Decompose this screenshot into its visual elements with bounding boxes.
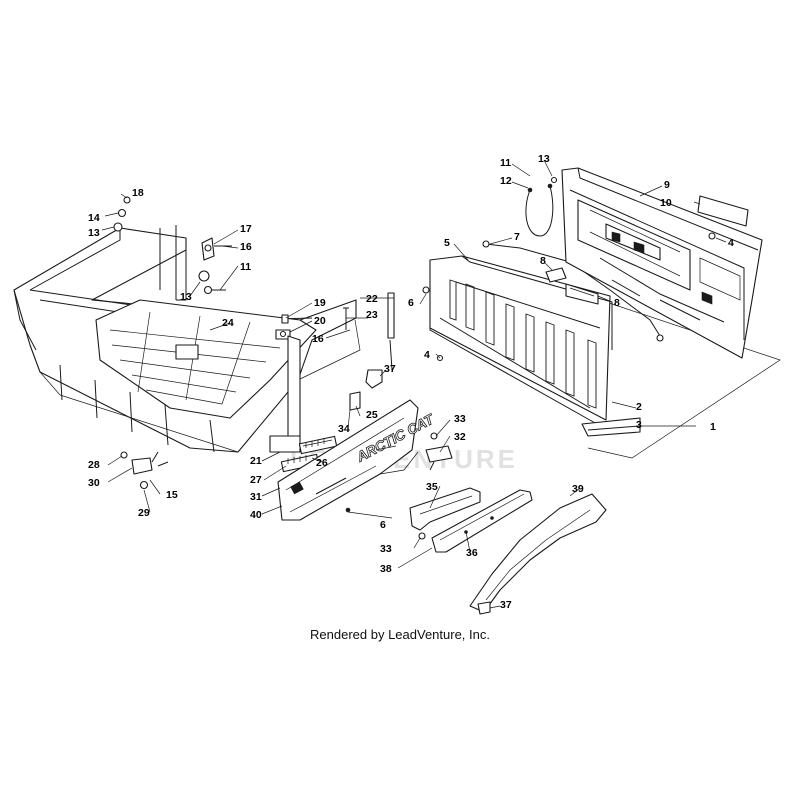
- callout-6: 6: [380, 519, 386, 531]
- callout-19: 19: [314, 297, 326, 309]
- tether-cable: [525, 176, 558, 237]
- callout-4: 4: [728, 237, 734, 249]
- callout-32: 32: [454, 431, 466, 443]
- callout-34: 34: [338, 423, 350, 435]
- callout-39: 39: [572, 483, 584, 495]
- callout-24: 24: [222, 317, 234, 329]
- label-plate-10: [697, 195, 749, 227]
- callout-35: 35: [426, 481, 438, 493]
- callout-13: 13: [88, 227, 100, 239]
- callout-6: 6: [408, 297, 414, 309]
- callout-13: 13: [180, 291, 192, 303]
- callout-31: 31: [250, 491, 262, 503]
- callout-8: 8: [614, 297, 620, 309]
- callout-37: 37: [384, 363, 396, 375]
- callout-12: 12: [500, 175, 512, 187]
- callout-11: 11: [240, 261, 251, 273]
- callout-38: 38: [380, 563, 392, 575]
- callout-17: 17: [240, 223, 252, 235]
- fender-39: [469, 493, 607, 615]
- callout-15: 15: [166, 489, 178, 501]
- callout-2: 2: [636, 401, 642, 413]
- tailgate-panel: [429, 255, 641, 437]
- callout-36: 36: [466, 547, 478, 559]
- callout-1: 1: [710, 421, 716, 433]
- hinge-bracket-left: [120, 451, 169, 490]
- bracket-35: [409, 487, 481, 531]
- callout-23: 23: [366, 309, 378, 321]
- callout-16: 16: [240, 241, 252, 253]
- callout-40: 40: [250, 509, 262, 521]
- callout-9: 9: [664, 179, 670, 191]
- callout-33: 33: [454, 413, 466, 425]
- callout-26: 26: [316, 457, 328, 469]
- tailgate-frame: [561, 167, 763, 359]
- callout-7: 7: [514, 231, 520, 243]
- callout-14: 14: [88, 212, 100, 224]
- latch-cable: [482, 240, 664, 342]
- callout-10: 10: [660, 197, 672, 209]
- callout-37: 37: [500, 599, 512, 611]
- callout-18: 18: [132, 187, 144, 199]
- callout-4: 4: [424, 349, 430, 361]
- cargo-box: [13, 225, 361, 453]
- callout-5: 5: [444, 237, 450, 249]
- callout-33: 33: [380, 543, 392, 555]
- mount-hardware-center: [269, 292, 395, 453]
- callout-27: 27: [250, 474, 262, 486]
- callout-28: 28: [88, 459, 100, 471]
- fasteners-misc: [345, 432, 438, 540]
- leader-lines: [101, 159, 727, 609]
- pin-6: [422, 286, 430, 294]
- callout-30: 30: [88, 477, 100, 489]
- callout-21: 21: [250, 455, 262, 467]
- callout-labels: 1 2 3 4 4 5 6 6 7 8 8 9 10 11 11 12 13 1…: [88, 153, 734, 611]
- rail-36: [431, 489, 533, 553]
- callout-20: 20: [314, 315, 326, 327]
- callout-3: 3: [636, 419, 642, 431]
- latch-hardware-right: [198, 237, 232, 295]
- callout-16: 16: [312, 333, 324, 345]
- callout-29: 29: [138, 507, 150, 519]
- callout-8: 8: [540, 255, 546, 267]
- clamp-hardware: [349, 369, 383, 411]
- callout-13: 13: [538, 153, 550, 165]
- callout-25: 25: [366, 409, 378, 421]
- callout-11: 11: [500, 157, 511, 169]
- hardware-top-left: [113, 196, 131, 232]
- trim-piece-32: [425, 445, 453, 471]
- callout-22: 22: [366, 293, 378, 305]
- render-credit: Rendered by LeadVenture, Inc.: [310, 627, 490, 642]
